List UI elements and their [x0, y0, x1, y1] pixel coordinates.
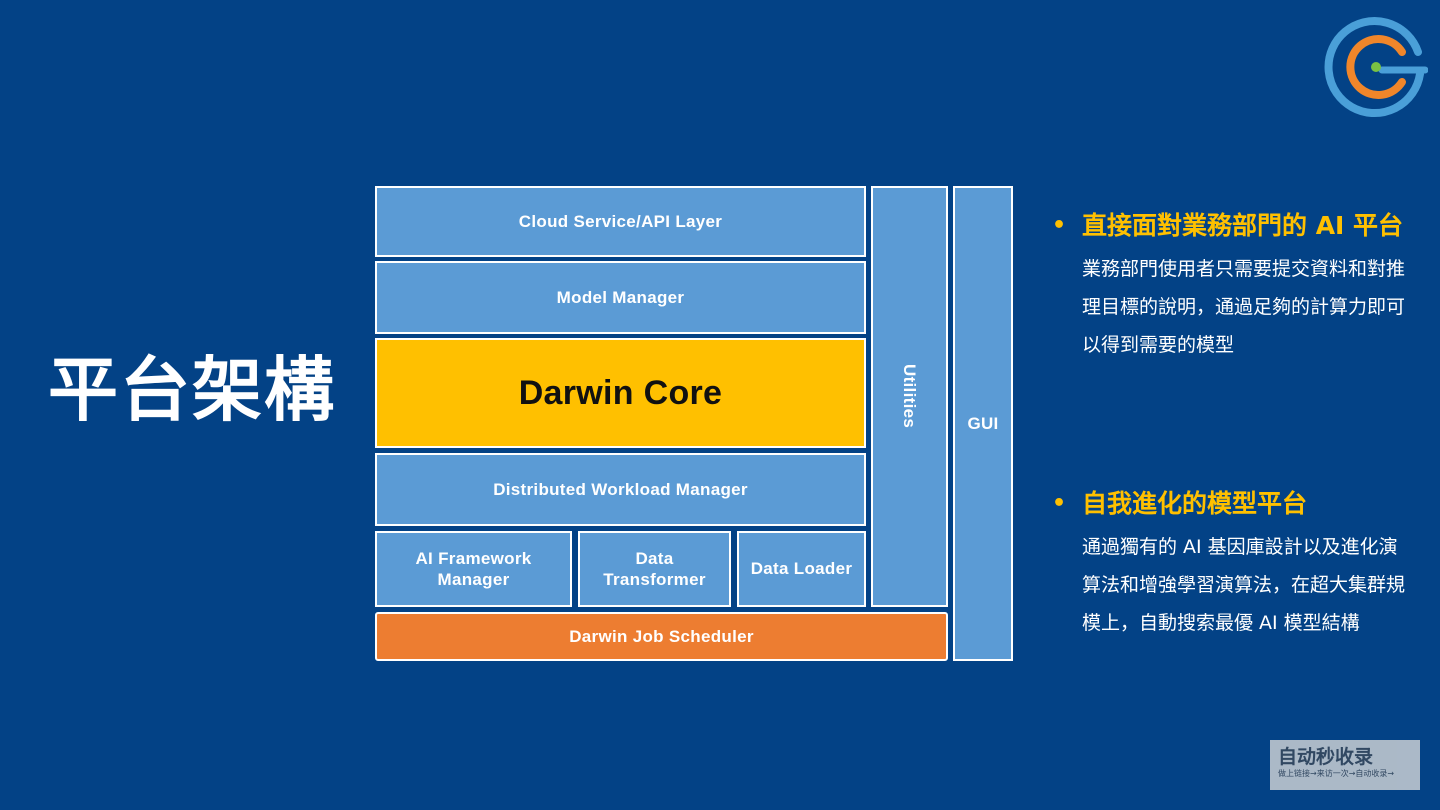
bullet-item-2: • 自我進化的模型平台 通過獨有的 AI 基因庫設計以及進化演算法和增強學習演算…: [1052, 480, 1412, 642]
cloud-service-layer: Cloud Service/API Layer: [375, 186, 866, 257]
watermark-subtext: 做上链接→来访一次→自动收录→: [1278, 769, 1395, 778]
utilities-label: Utilities: [900, 364, 920, 429]
gui-column: GUI: [953, 186, 1013, 661]
bullet-body: 通過獨有的 AI 基因庫設計以及進化演算法和增強學習演算法，在超大集群規模上，自…: [1082, 536, 1406, 634]
bullet-heading: 自我進化的模型平台: [1082, 489, 1308, 518]
bullet-dot: •: [1052, 491, 1067, 516]
data-transformer: Data Transformer: [578, 531, 731, 607]
utilities-column: Utilities: [871, 186, 948, 607]
bullet-body: 業務部門使用者只需要提交資料和對推理目標的說明，通過足夠的計算力即可以得到需要的…: [1082, 258, 1406, 356]
distributed-workload-manager: Distributed Workload Manager: [375, 453, 866, 526]
darwin-job-scheduler: Darwin Job Scheduler: [375, 612, 948, 661]
bullet-item-1: • 直接面對業務部門的 AI 平台 業務部門使用者只需要提交資料和對推理目標的說…: [1052, 202, 1412, 364]
darwin-core: Darwin Core: [375, 338, 866, 448]
company-logo: [1324, 17, 1428, 118]
data-loader: Data Loader: [737, 531, 866, 607]
watermark-text: 自动秒收录: [1278, 746, 1374, 768]
model-manager: Model Manager: [375, 261, 866, 334]
ai-framework-manager: AI Framework Manager: [375, 531, 572, 607]
bullet-dot: •: [1052, 213, 1067, 238]
watermark-badge: 自动秒收录 做上链接→来访一次→自动收录→: [1270, 740, 1420, 790]
bullet-heading: 直接面對業務部門的 AI 平台: [1082, 211, 1404, 240]
slide-title: 平台架構: [48, 349, 336, 431]
